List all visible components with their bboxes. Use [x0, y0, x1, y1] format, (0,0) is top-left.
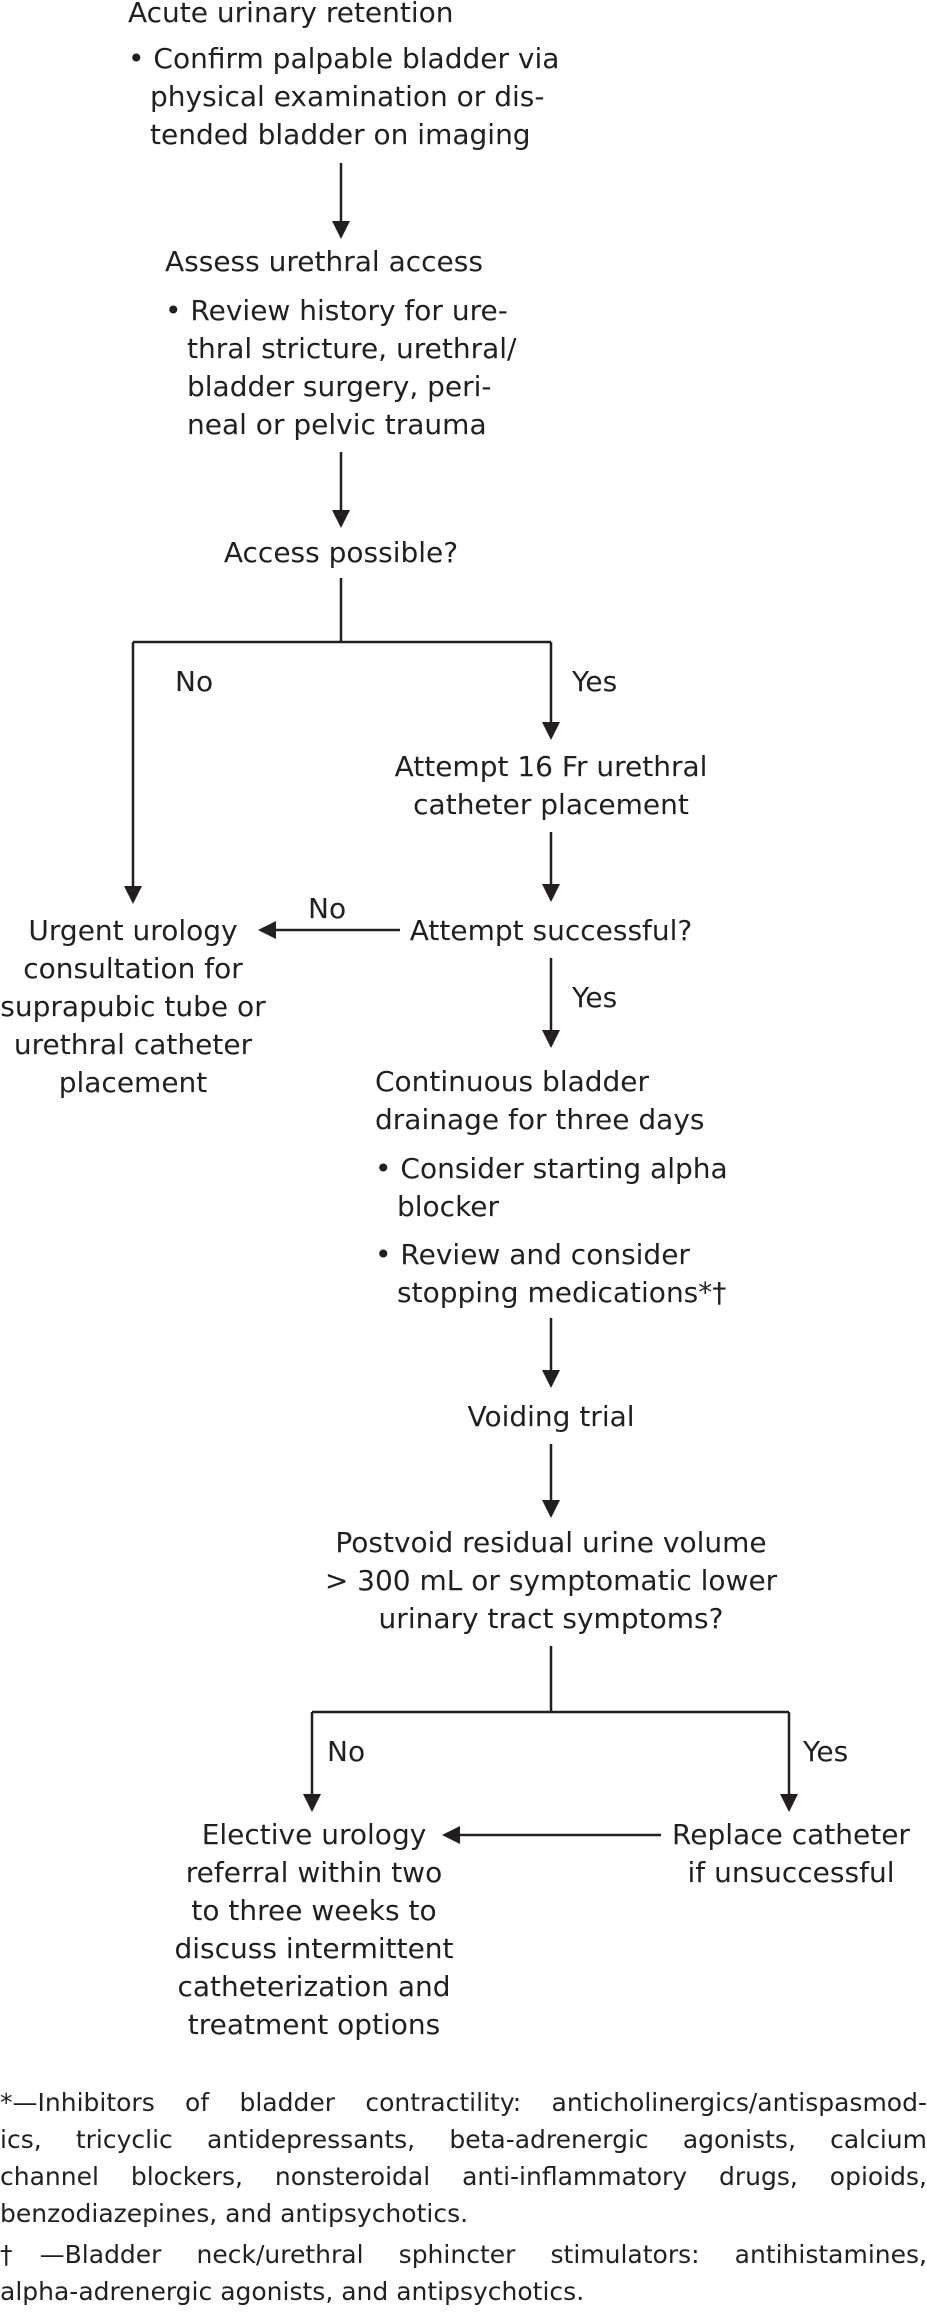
- node-voiding-trial: Voiding trial: [467, 1400, 635, 1433]
- footnote-line: benzodiazepines, and antipsychotics.: [0, 2199, 469, 2228]
- arrowhead: [332, 510, 350, 528]
- node-acute-retention-bullet-line: • Confirm palpable bladder via: [128, 42, 560, 75]
- edge-label-no: No: [308, 892, 347, 925]
- node-attempt-catheter-line: Attempt 16 Fr urethral: [394, 750, 708, 783]
- node-urgent-urology-line: consultation for: [23, 952, 243, 985]
- edge-label-no: No: [327, 1735, 366, 1768]
- arrowhead: [124, 886, 142, 904]
- node-acute-retention-title: Acute urinary retention: [128, 0, 454, 29]
- node-elective-referral-line: referral within two: [185, 1856, 443, 1889]
- arrowhead: [542, 1500, 560, 1518]
- node-postvoid-residual-line: Postvoid residual urine volume: [335, 1526, 767, 1559]
- node-continuous-drainage-line: drainage for three days: [375, 1103, 705, 1136]
- node-assess-access-bullet-line: • Review history for ure-: [165, 294, 508, 327]
- edge-label-no: No: [175, 665, 214, 698]
- node-urgent-urology-line: suprapubic tube or: [0, 990, 266, 1023]
- node-elective-referral-line: Elective urology: [201, 1818, 427, 1851]
- node-elective-referral-line: to three weeks to: [191, 1894, 437, 1927]
- node-assess-access-bullet-line: thral stricture, urethral/: [187, 332, 517, 365]
- edge-label-yes: Yes: [572, 981, 618, 1014]
- footnote-line: alpha-adrenergic agonists, and antipsych…: [0, 2277, 585, 2306]
- node-assess-access-bullet-line: bladder surgery, peri-: [187, 370, 492, 403]
- node-urgent-urology-line: Urgent urology: [28, 914, 238, 947]
- node-elective-referral-line: discuss intermittent: [174, 1932, 454, 1965]
- arrowhead: [258, 921, 276, 939]
- footnote-line: channel blockers, nonsteroidal anti-infl…: [0, 2162, 927, 2191]
- edge-label-yes: Yes: [572, 665, 618, 698]
- node-postvoid-residual-line: > 300 mL or symptomatic lower: [324, 1564, 778, 1597]
- arrowhead: [542, 1370, 560, 1388]
- node-continuous-drainage-bullet-line: • Consider starting alpha: [375, 1152, 728, 1185]
- node-continuous-drainage-bullet-line: blocker: [397, 1190, 500, 1223]
- edge-label-yes: Yes: [803, 1735, 849, 1768]
- arrowhead: [542, 884, 560, 902]
- node-elective-referral-line: catheterization and: [177, 1970, 451, 2003]
- arrowhead: [442, 1826, 460, 1844]
- node-replace-catheter-line: if unsuccessful: [687, 1856, 895, 1889]
- node-elective-referral-line: treatment options: [187, 2008, 441, 2041]
- footnote-line: †—Bladder neck/urethral sphincter stimul…: [0, 2240, 927, 2269]
- arrowhead: [542, 722, 560, 740]
- footnote-asterisk: *—Inhibitors of bladder contractility: a…: [0, 2084, 927, 2232]
- footnote-dagger: †—Bladder neck/urethral sphincter stimul…: [0, 2236, 927, 2310]
- node-urgent-urology-line: urethral catheter: [13, 1028, 253, 1061]
- arrowhead: [303, 1794, 321, 1812]
- arrowhead: [542, 1030, 560, 1048]
- arrowhead: [332, 221, 350, 239]
- node-continuous-drainage-bullet-line: stopping medications*†: [397, 1276, 727, 1309]
- node-assess-access-bullet-line: neal or pelvic trauma: [187, 408, 487, 441]
- node-acute-retention-bullet-line: physical examination or dis-: [150, 80, 545, 113]
- node-acute-retention-bullet-line: tended bladder on imaging: [150, 118, 531, 151]
- node-continuous-drainage-bullet-line: • Review and consider: [375, 1238, 690, 1271]
- node-urgent-urology-line: placement: [58, 1066, 208, 1099]
- node-access-possible: Access possible?: [223, 536, 459, 569]
- arrowhead: [780, 1794, 798, 1812]
- node-continuous-drainage-line: Continuous bladder: [375, 1065, 650, 1098]
- node-assess-access-title: Assess urethral access: [165, 245, 483, 278]
- footnote-line: *—Inhibitors of bladder contractility: a…: [0, 2088, 927, 2117]
- footnote-line: ics, tricyclic antidepressants, beta-adr…: [0, 2125, 927, 2154]
- node-attempt-successful: Attempt successful?: [409, 914, 693, 947]
- node-replace-catheter-line: Replace catheter: [672, 1818, 910, 1851]
- node-attempt-catheter-line: catheter placement: [413, 788, 689, 821]
- node-postvoid-residual-line: urinary tract symptoms?: [378, 1602, 724, 1635]
